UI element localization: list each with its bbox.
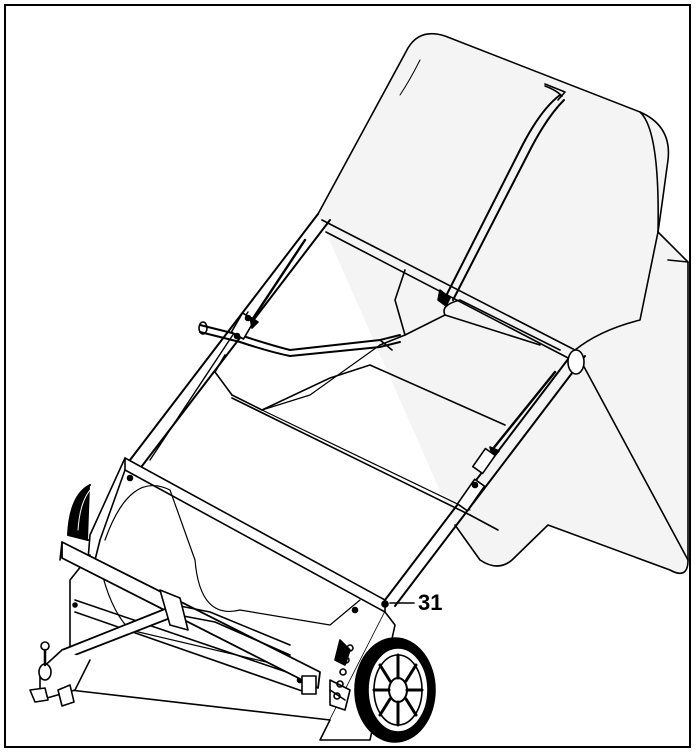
callout-31-leader xyxy=(381,600,415,608)
upper-handle xyxy=(437,94,565,307)
right-handle-tubes xyxy=(384,349,586,607)
right-wheel xyxy=(354,637,436,743)
bag-frame xyxy=(231,219,576,531)
front-bumper xyxy=(59,541,321,695)
callout-label: 31 xyxy=(418,590,443,615)
left-handle-tubes xyxy=(129,213,331,467)
left-wheel xyxy=(67,484,93,541)
collection-bag xyxy=(317,32,689,575)
tow-bar xyxy=(29,589,291,707)
sweeper-housing xyxy=(69,457,386,721)
